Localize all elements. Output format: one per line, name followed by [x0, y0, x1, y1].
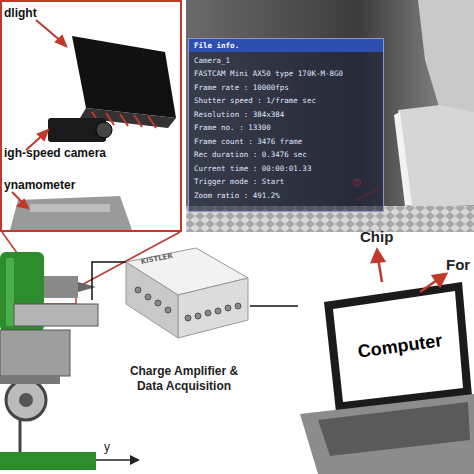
machine-tool: [0, 252, 140, 470]
part-label: dlight: [4, 6, 37, 20]
info-line: Trigger mode : Start: [189, 175, 383, 188]
brand-label: KISTLER: [140, 252, 173, 266]
info-line: FASTCAM Mini AX50 type 170K-M-8G0: [189, 67, 383, 80]
screen-label: Computer: [347, 329, 453, 364]
laptop: [300, 282, 474, 474]
output-arrows: [372, 250, 446, 292]
device-caption: Charge Amplifier & Data Acquisition: [118, 364, 250, 394]
signal-cable: [92, 262, 126, 300]
info-line: Resolution : 384x384: [189, 108, 383, 121]
info-line: Frame count : 3476 frame: [189, 135, 383, 148]
part-label: igh-speed camera: [4, 146, 106, 160]
output-label: Chip: [360, 228, 393, 245]
info-line: Rec duration : 0.3476 sec: [189, 148, 383, 161]
axis-label: y: [104, 440, 110, 454]
cable-connector: [250, 306, 298, 307]
panel-header: File info.: [189, 39, 383, 52]
camera-frame: [186, 0, 474, 232]
amplifier-box: KISTLER Charge Amplifier & Data Acquisiti…: [118, 246, 250, 398]
file-info-panel: File info. Camera_1FASTCAM Mini AX50 type…: [188, 38, 384, 212]
computer-box: Computer: [298, 270, 474, 474]
camera-frame-box: ΦFile info.Camera_1FASTCAM Mini AX50 typ…: [186, 0, 474, 232]
inset-box: dlight igh-speed camera ynamometer: [0, 0, 182, 232]
headlight-camera-illustration: [10, 36, 176, 230]
charge-amplifier-device: [126, 248, 248, 338]
info-line: Frame rate : 10000fps: [189, 81, 383, 94]
output-label: For: [446, 256, 470, 273]
info-line: Current time : 00:00:01.33: [189, 162, 383, 175]
info-line: Frame no. : 13300: [189, 121, 383, 134]
info-line: Shutter speed : 1/frame sec: [189, 94, 383, 107]
info-line: Camera_1: [189, 54, 383, 67]
info-line: Zoom ratio : 491.2%: [189, 189, 383, 202]
part-label: ynamometer: [4, 178, 75, 192]
